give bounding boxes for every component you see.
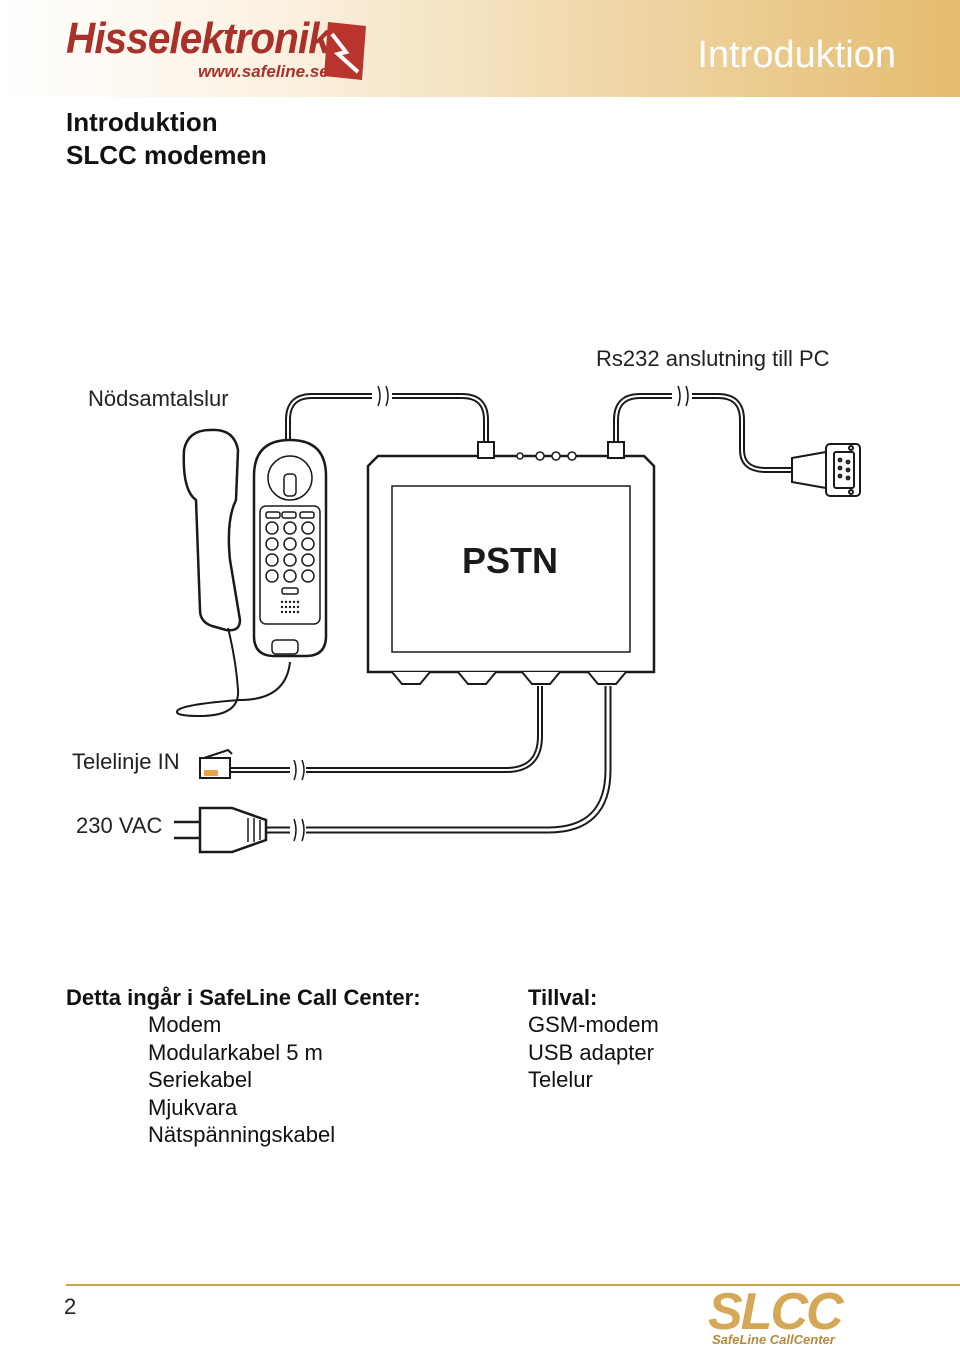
options-list: GSM-modem USB adapter Telelur <box>528 1011 659 1094</box>
list-item: Mjukvara <box>148 1094 238 1120</box>
handset-cable <box>285 393 372 440</box>
handset-label: Nödsamtalslur <box>88 386 229 411</box>
section-title: Introduktion <box>697 34 896 76</box>
phone-line-cable <box>306 686 543 773</box>
includes-heading: Detta ingår i SafeLine Call Center: <box>66 985 421 1010</box>
handset-receiver-icon <box>182 428 242 632</box>
list-item: GSM-modem <box>528 1012 659 1037</box>
slcc-logo-text: SLCC <box>708 1283 844 1341</box>
slcc-logo: SLCC SafeLine CallCenter <box>708 1283 844 1347</box>
list-item: USB adapter <box>528 1039 654 1065</box>
page-title-line-1: Introduktion <box>66 107 218 137</box>
rj-plug-icon <box>199 748 233 779</box>
keypad-buttons <box>265 511 315 595</box>
modem-label: PSTN <box>462 540 558 581</box>
db9-connector-icon <box>791 443 861 497</box>
includes-list: Modem Modularkabel 5 m Seriekabel Mjukva… <box>148 1011 335 1149</box>
company-logo-icon <box>324 22 366 80</box>
company-logo-text: Hisselektronik <box>66 14 331 63</box>
company-logo-url: www.safeline.se <box>198 62 329 81</box>
list-item: Modem <box>148 1012 222 1037</box>
power-cable <box>306 686 612 834</box>
modem-unit <box>366 441 656 674</box>
page-title: Introduktion SLCC modemen <box>66 106 267 172</box>
phone-line-label: Telelinje IN <box>72 749 180 774</box>
list-item: Modularkabel 5 m <box>148 1039 323 1065</box>
page-header: Hisselektronik www.safeline.se Introdukt… <box>0 0 960 97</box>
rs232-label: Rs232 anslutning till PC <box>596 346 830 371</box>
list-item: Telelur <box>528 1067 593 1093</box>
modem-bottom-ports <box>391 671 627 685</box>
slcc-logo-subtext: SafeLine CallCenter <box>712 1332 835 1347</box>
serial-cable <box>613 393 672 442</box>
speaker-grille <box>280 600 300 614</box>
page-title-line-2: SLCC modemen <box>66 140 267 170</box>
page-number: 2 <box>64 1294 77 1319</box>
power-label: 230 VAC <box>76 813 163 838</box>
power-plug-icon <box>174 806 268 854</box>
footer-divider <box>66 1284 960 1286</box>
list-item: Nätspänningskabel <box>148 1122 336 1148</box>
connection-diagram: PSTN <box>174 385 861 854</box>
list-item: Seriekabel <box>148 1067 252 1093</box>
options-heading: Tillval: <box>528 985 598 1010</box>
